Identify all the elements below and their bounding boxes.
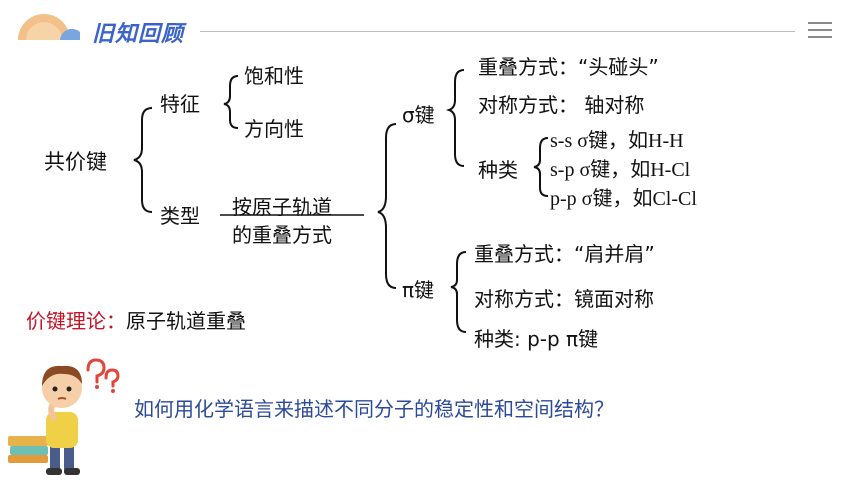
root-concept: 共价键 <box>44 150 107 174</box>
types-criterion-line1: 按原子轨道 <box>232 195 332 219</box>
question-text: 如何用化学语言来描述不同分子的稳定性和空间结构？ <box>134 397 614 421</box>
question-mark-icon <box>86 358 120 388</box>
theory-label: 价键理论： <box>26 309 126 333</box>
sigma-kinds-label: 种类 <box>478 158 518 182</box>
sigma-symmetry: 对称方式： 轴对称 <box>478 93 645 117</box>
feature-item: 方向性 <box>244 117 304 141</box>
menu-icon[interactable] <box>804 18 836 44</box>
pi-overlap: 重叠方式：“肩并肩” <box>474 242 655 266</box>
features-label: 特征 <box>160 92 200 116</box>
sigma-overlap: 重叠方式：“头碰头” <box>478 55 659 79</box>
header-divider <box>200 31 795 32</box>
pi-symmetry: 对称方式：镜面对称 <box>474 287 654 311</box>
sigma-label: σ键 <box>402 103 435 127</box>
theory-line: 价键理论：原子轨道重叠 <box>26 305 246 334</box>
sigma-kind-item: s-p σ键，如H-Cl <box>550 159 691 181</box>
sigma-kind-item: s-s σ键，如H-H <box>550 130 684 152</box>
thinking-boy-icon <box>8 358 120 475</box>
pi-kinds: 种类: p-p π键 <box>474 327 599 351</box>
section-title: 旧知回顾 <box>92 22 185 47</box>
theory-value: 原子轨道重叠 <box>126 309 246 333</box>
pi-label: π键 <box>402 278 435 302</box>
sun-logo-icon <box>18 14 80 40</box>
types-label: 类型 <box>160 204 200 228</box>
feature-item: 饱和性 <box>244 64 304 88</box>
books-icon <box>8 436 48 463</box>
types-criterion-line2: 的重叠方式 <box>232 223 332 247</box>
sigma-kind-item: p-p σ键，如Cl-Cl <box>550 188 697 210</box>
